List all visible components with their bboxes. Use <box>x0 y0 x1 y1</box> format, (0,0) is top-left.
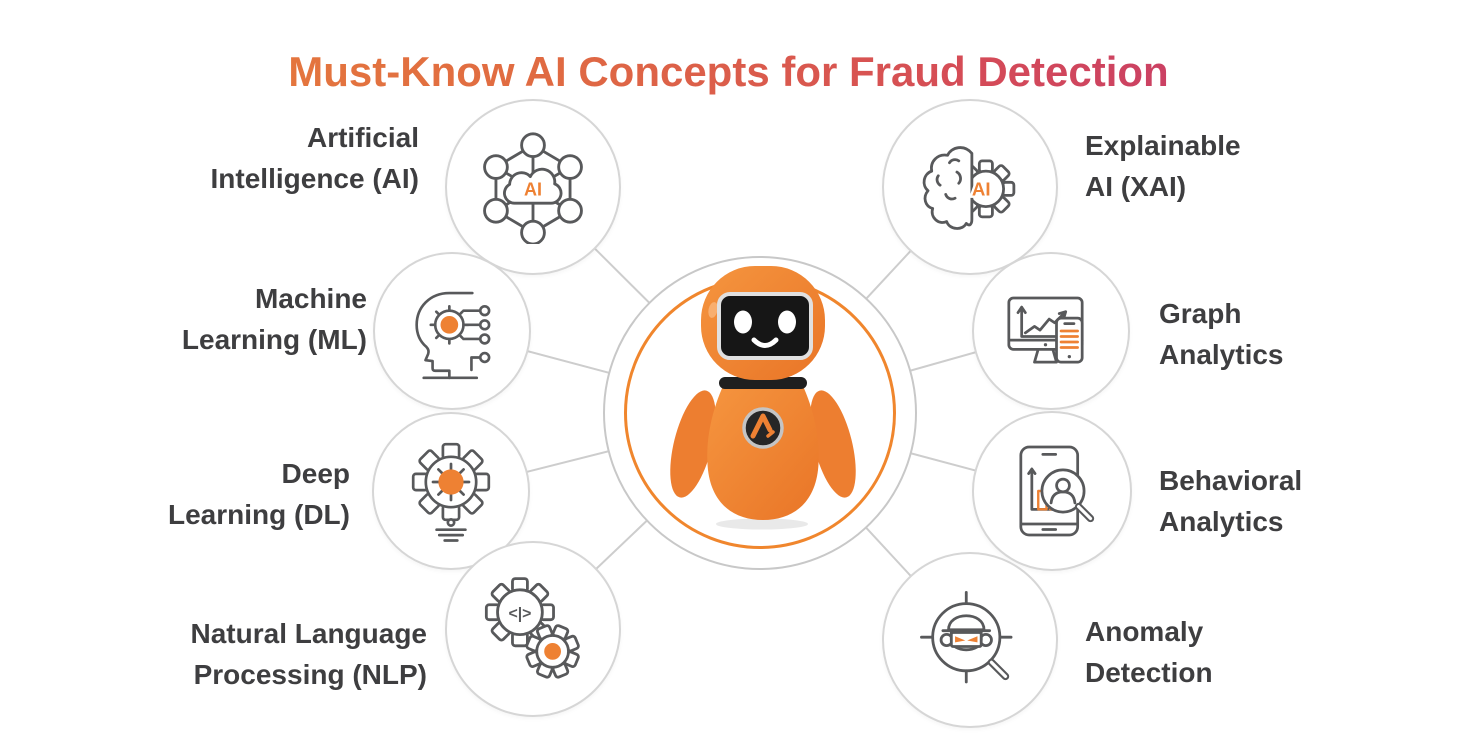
robot-left-arm <box>670 390 716 498</box>
head-gear-circuit-icon <box>415 291 491 380</box>
label-deep-learning: Deep Learning (DL) <box>168 458 350 530</box>
robot-right-arm <box>810 390 856 498</box>
concept-circle-graph-analytics <box>972 252 1130 410</box>
label-nlp: Natural Language Processing (NLP) <box>190 618 427 690</box>
ai-icon-text: AI <box>524 180 542 200</box>
ai-network-cloud-icon: AI <box>483 132 583 244</box>
concept-circle-nlp: <|> <box>445 541 621 717</box>
robot-neck-band <box>719 377 807 389</box>
concept-circle-machine-learning <box>373 252 531 410</box>
label-anomaly-detection: Anomaly Detection <box>1085 616 1213 688</box>
robot-left-eye <box>734 310 752 334</box>
a-chevron-logo-tail <box>766 430 775 438</box>
concept-circle-explainable-ai: AI <box>882 99 1058 275</box>
robot-shadow <box>716 518 808 530</box>
head-highlight <box>708 302 718 318</box>
label-machine-learning: Machine Learning (ML) <box>181 283 367 355</box>
label-behavioral-analytics: Behavioral Analytics <box>1159 465 1303 537</box>
fraudster-crosshair-magnifier-icon <box>920 591 1013 684</box>
nlp-code-glyph: <|> <box>508 606 531 623</box>
gears-code-icon: <|> <box>484 577 580 679</box>
robot-right-eye <box>778 310 796 334</box>
gear-bulb-icon <box>411 442 491 542</box>
page-title: Must-Know AI Concepts for Fraud Detectio… <box>0 48 1457 96</box>
tablet-chart-magnifier-icon <box>1019 445 1095 537</box>
angry-eyes <box>955 636 978 643</box>
xai-icon-text: AI <box>972 178 991 199</box>
label-graph-analytics: Graph Analytics <box>1159 298 1284 370</box>
concept-circle-anomaly-detection <box>882 552 1058 728</box>
robot-face-screen <box>717 292 813 360</box>
concept-circle-deep-learning <box>372 412 530 570</box>
label-artificial-intelligence: Artificial Intelligence (AI) <box>210 122 419 194</box>
ai-robot-mascot <box>670 266 856 530</box>
concept-circle-artificial-intelligence: AI <box>445 99 621 275</box>
robot-body <box>707 386 819 520</box>
robot-smile <box>751 337 779 348</box>
brain-gear-icon: AI <box>922 146 1016 230</box>
monitor-chart-phone-icon <box>1007 296 1084 364</box>
a-chevron-logo-icon <box>750 413 773 439</box>
label-explainable-ai: Explainable AI (XAI) <box>1085 130 1241 202</box>
concept-circle-behavioral-analytics <box>972 411 1132 571</box>
